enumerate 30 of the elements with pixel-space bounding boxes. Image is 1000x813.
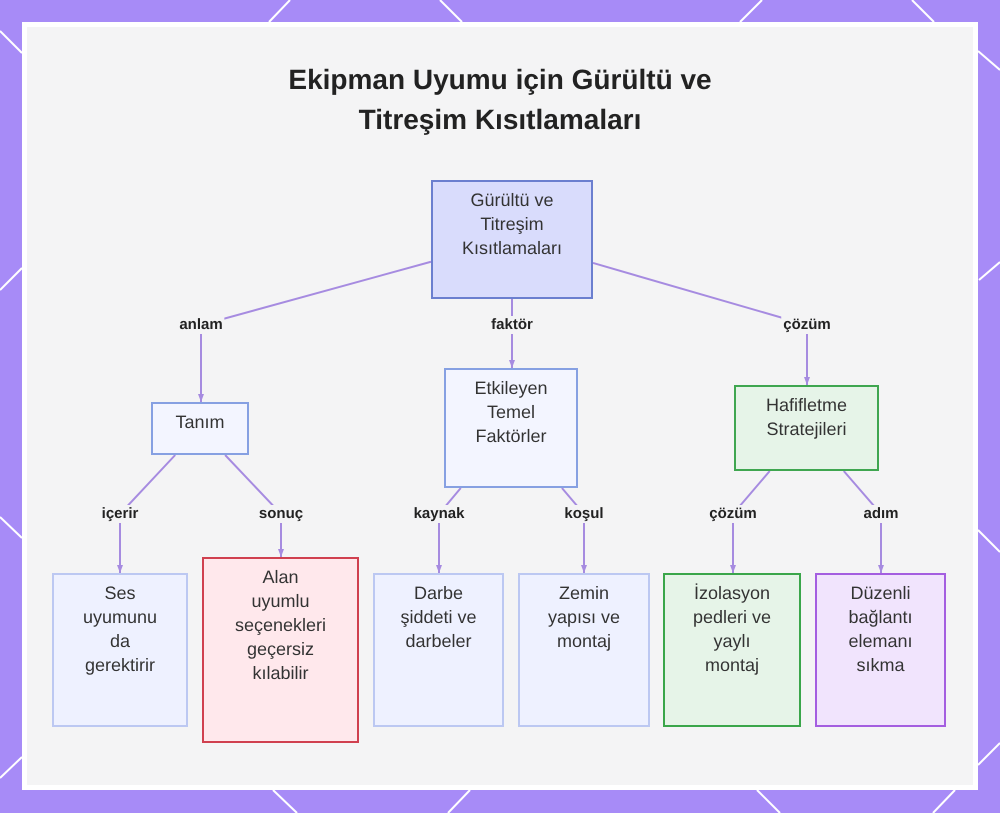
node-label: Zemin yapısı ve montaj <box>546 582 622 653</box>
concept-box <box>431 180 593 299</box>
node-label: Hafifletme Stratejileri <box>764 394 848 441</box>
edge-label: faktör <box>489 316 535 334</box>
edge-label: kaynak <box>412 505 466 523</box>
concept-box <box>52 573 188 727</box>
concept-box <box>815 573 946 727</box>
node-label: Alan uyumlu seçenekleri geçersiz kılabilir <box>234 566 326 685</box>
edge-label: çözüm <box>707 505 759 523</box>
concept-box <box>202 557 359 743</box>
node-label: Etkileyen Temel Faktörler <box>473 377 549 448</box>
node-label: Ses uyumunu da gerektirir <box>82 582 158 677</box>
concept-box <box>151 402 249 455</box>
node-label: Gürültü ve Titreşim Kısıtlamaları <box>460 189 564 260</box>
node-label: Düzenli bağlantı elemanı sıkma <box>847 582 914 677</box>
concept-box <box>373 573 504 727</box>
concept-box <box>444 368 578 488</box>
diagram-title: Ekipman Uyumu için Gürültü ve Titreşim Kısıtlamaları <box>287 63 713 137</box>
edge-label: adım <box>862 505 900 523</box>
edge-label: anlam <box>177 316 225 334</box>
node-label: Darbe şiddeti ve darbeler <box>399 582 478 653</box>
edge-label: çözüm <box>781 316 833 334</box>
concept-box <box>663 573 801 727</box>
node-label: İzolasyon pedleri ve yaylı montaj <box>692 582 772 677</box>
edge-label: sonuç <box>256 505 306 523</box>
concept-box <box>518 573 650 727</box>
concept-box <box>734 385 879 471</box>
node-label: Tanım <box>175 411 225 434</box>
edge-label: içerir <box>100 505 140 523</box>
connector-arrow <box>198 260 432 402</box>
